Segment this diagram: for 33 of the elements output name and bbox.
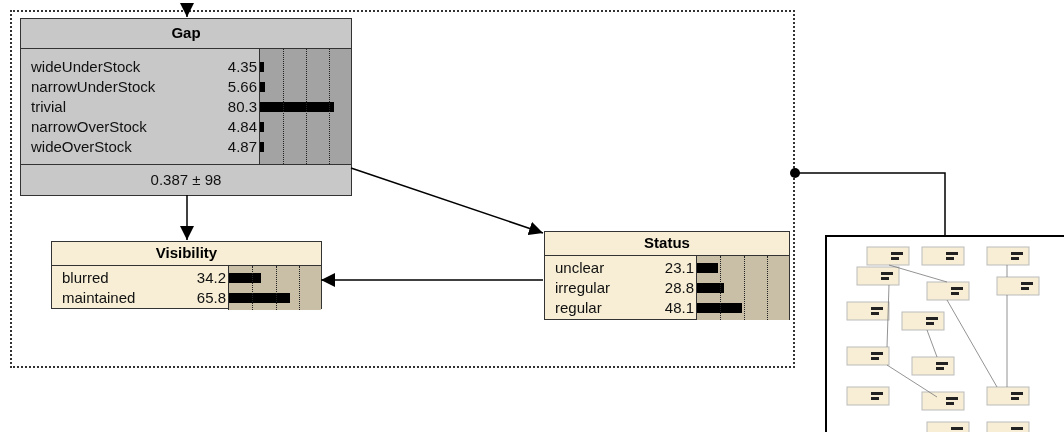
state-value: 65.8 (196, 287, 226, 308)
state-label: narrowOverStock (31, 116, 147, 137)
state-label: regular (555, 297, 602, 318)
state-value: 4.84 (227, 116, 257, 137)
state-label: maintained (62, 287, 136, 308)
connector-line (790, 168, 946, 236)
dotted-group-frame (10, 10, 795, 368)
arrow (320, 273, 544, 287)
state-value: 4.35 (227, 56, 257, 77)
state-label: wideOverStock (31, 136, 132, 157)
state-label: irregular (555, 277, 611, 298)
state-label: blurred (62, 267, 109, 288)
state-label: narrowUnderStock (31, 76, 156, 97)
state-value: 34.2 (196, 267, 226, 288)
state-label: wideUnderStock (31, 56, 141, 77)
state-value: 4.87 (227, 136, 257, 157)
probability-node (20, 18, 352, 196)
node-title: Status (644, 233, 690, 253)
expected-value: 0.387 ± 98 (150, 169, 222, 190)
arrow (350, 167, 544, 236)
probability-node (51, 241, 322, 309)
state-value: 5.66 (227, 76, 257, 97)
arrow (180, 194, 194, 241)
state-label: unclear (555, 257, 605, 278)
node-title: Gap (171, 23, 201, 44)
state-value: 48.1 (664, 297, 694, 318)
state-value: 80.3 (227, 96, 257, 117)
state-label: trivial (31, 96, 66, 117)
state-value: 28.8 (664, 277, 694, 298)
probability-node (544, 231, 790, 320)
state-value: 23.1 (664, 257, 694, 278)
node-title: Visibility (155, 243, 218, 263)
arrow (180, 3, 194, 18)
